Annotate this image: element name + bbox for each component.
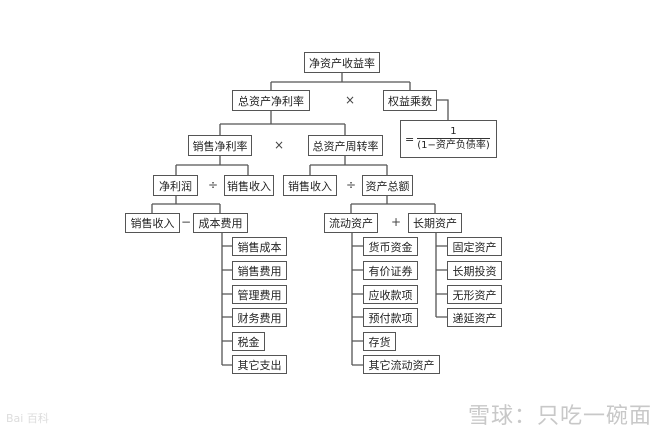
long-term-asset-item: 无形资产 (447, 285, 502, 304)
equity-multiplier-box: 权益乘数 (383, 90, 437, 111)
cost-expense-box: 成本费用 (193, 213, 248, 233)
formula-numerator: 1 (417, 125, 490, 139)
asset-turnover-box: 总资产周转率 (308, 135, 383, 156)
divide-operator: ÷ (208, 178, 219, 192)
long-term-asset-item: 递延资产 (447, 308, 502, 327)
long-term-asset-item: 长期投资 (447, 261, 502, 280)
sales-revenue-box: 销售收入 (224, 175, 274, 196)
baidu-logo-watermark: Bai 百科 (6, 412, 49, 425)
formula-denominator: (1−资产负债率) (417, 140, 490, 151)
long-term-asset-item: 固定资产 (447, 237, 502, 256)
cost-item: 销售成本 (232, 237, 287, 256)
divide-operator: ÷ (346, 178, 357, 192)
current-asset-item: 存货 (363, 332, 396, 351)
current-asset-item: 应收款项 (363, 285, 418, 304)
roe-box: 净资产收益率 (304, 52, 380, 73)
current-asset-item: 其它流动资产 (363, 355, 440, 374)
cost-item: 其它支出 (232, 355, 287, 374)
cost-item: 税金 (232, 332, 265, 351)
plus-operator: + (391, 215, 402, 229)
cost-item: 财务费用 (232, 308, 287, 327)
long-term-assets-box: 长期资产 (408, 213, 462, 233)
current-assets-box: 流动资产 (324, 213, 378, 233)
roa-box: 总资产净利率 (232, 90, 310, 111)
equity-multiplier-formula: = 1 (1−资产负债率) (400, 120, 497, 158)
net-profit-margin-box: 销售净利率 (188, 135, 252, 156)
times-operator: × (274, 138, 285, 152)
current-asset-item: 货币资金 (363, 237, 418, 256)
times-operator: × (345, 93, 356, 107)
cost-item: 销售费用 (232, 261, 287, 280)
total-assets-box: 资产总额 (362, 175, 413, 196)
current-asset-item: 预付款项 (363, 308, 418, 327)
formula-fraction: 1 (1−资产负债率) (417, 125, 490, 153)
cost-item: 管理费用 (232, 285, 287, 304)
formula-equals: = (405, 132, 415, 146)
current-asset-item: 有价证券 (363, 261, 418, 280)
sales-revenue-box: 销售收入 (125, 213, 180, 233)
net-profit-box: 净利润 (153, 175, 198, 196)
minus-operator: − (181, 215, 192, 229)
xueqiu-watermark: 雪球：只吃一碗面 (467, 404, 652, 429)
sales-revenue-box: 销售收入 (283, 175, 337, 196)
